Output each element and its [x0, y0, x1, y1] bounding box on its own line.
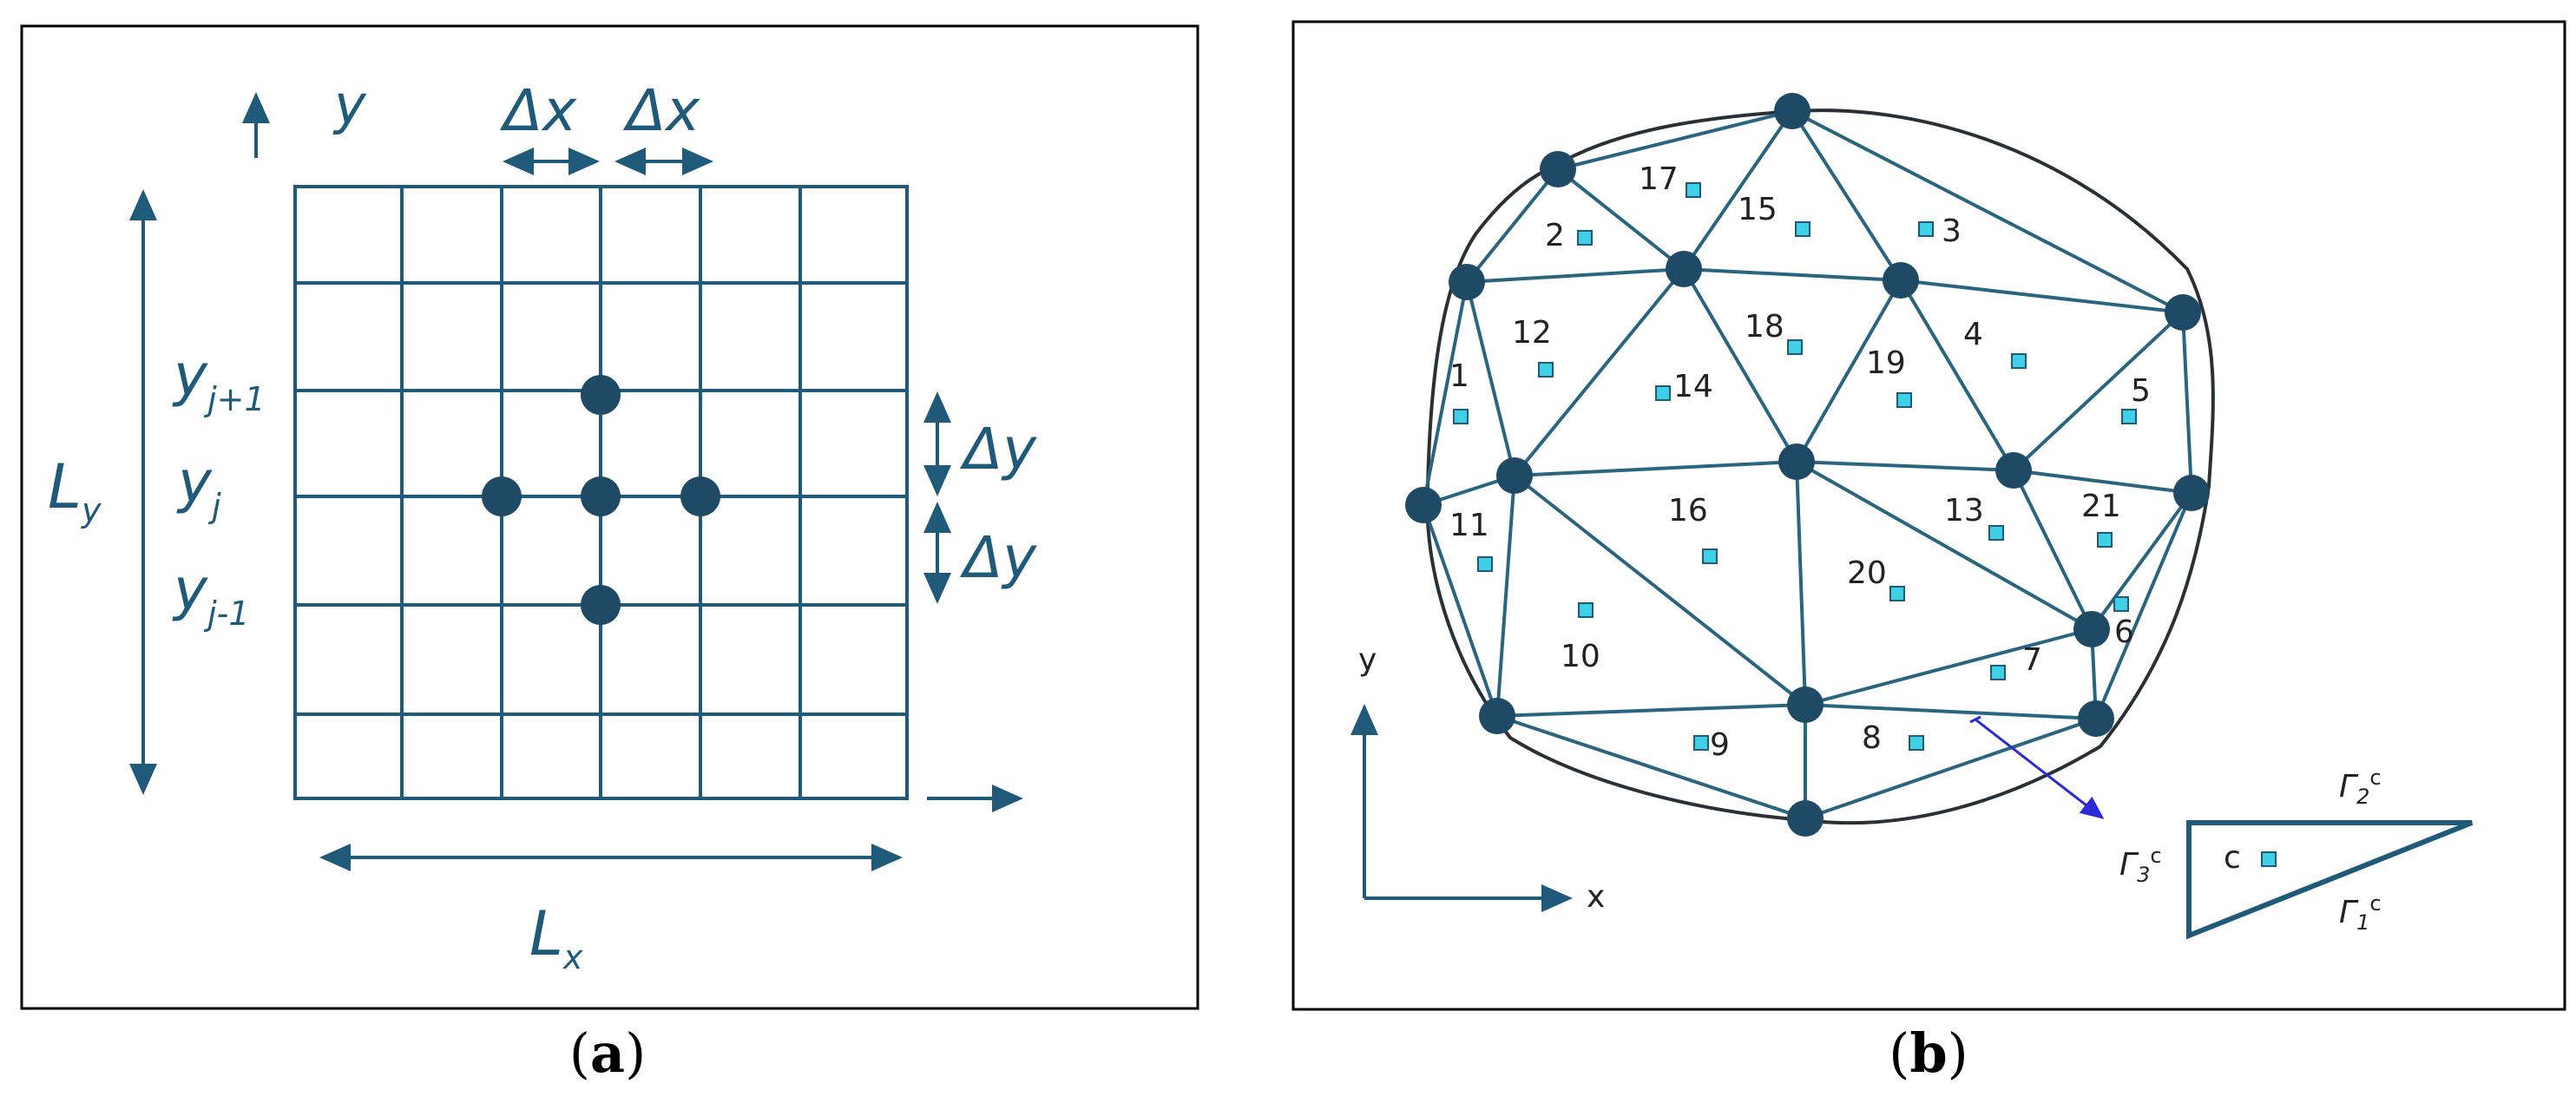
panel-a-frame — [20, 24, 1199, 1010]
element-number: 12 — [1512, 315, 1552, 351]
mesh-node — [1666, 251, 1702, 287]
element-number: 21 — [2081, 489, 2121, 524]
panel-b: 1 2 3 4 5 6 7 8 9 10 11 12 13 14 15 16 1… — [1291, 20, 2566, 1085]
callout-arrow — [1975, 718, 2105, 819]
stencil-nodes — [482, 375, 720, 625]
element-number: 4 — [1963, 317, 1983, 352]
gamma2-label: Γ2c — [2339, 765, 2382, 809]
element-marker — [1578, 602, 1594, 618]
element-marker — [1795, 221, 1810, 237]
mesh-node — [1787, 800, 1824, 837]
element-marker — [1896, 392, 1912, 408]
element-marker — [1702, 548, 1718, 564]
lx-label: Lx — [529, 898, 583, 976]
mesh-nodes — [1405, 93, 2210, 837]
element-marker — [1577, 230, 1593, 246]
mesh-node — [2165, 294, 2201, 331]
domain-boundary — [1425, 108, 2215, 825]
element-marker — [1686, 182, 1701, 198]
mesh-node — [2078, 700, 2114, 737]
element-number: 1 — [1449, 358, 1469, 394]
node-center — [581, 476, 621, 516]
mesh-node — [1995, 452, 2032, 489]
mesh-node — [2073, 611, 2110, 647]
inset-triangle — [2186, 820, 2474, 940]
element-number: 15 — [1738, 192, 1778, 227]
element-marker — [1988, 525, 2004, 541]
dy-lower-label: Δy — [959, 524, 1037, 591]
mesh-node — [1778, 443, 1815, 480]
element-marker — [1477, 556, 1493, 572]
mesh-node — [1479, 698, 1515, 734]
element-number: 14 — [1673, 369, 1713, 404]
ly-label: Ly — [48, 451, 102, 529]
element-number: 10 — [1561, 639, 1600, 674]
element-marker — [1655, 385, 1671, 401]
element-number: 8 — [1862, 720, 1882, 756]
mesh-node — [1449, 264, 1485, 300]
element-number: 17 — [1639, 161, 1679, 197]
element-marker — [1889, 586, 1905, 601]
element-number: 20 — [1847, 555, 1887, 591]
mesh-node — [2173, 475, 2210, 511]
y-jplus1-label: yj+1 — [172, 342, 266, 418]
element-marker — [1538, 362, 1554, 378]
element-marker — [1990, 665, 2006, 680]
mesh-node — [1774, 93, 1810, 129]
element-numbers: 1 2 3 4 5 6 7 8 9 10 11 12 13 14 15 16 1… — [1449, 161, 2151, 763]
dy-upper-label: Δy — [959, 416, 1037, 483]
element-number: 5 — [2131, 373, 2151, 409]
element-marker — [1909, 735, 1924, 751]
inset-element-marker — [2261, 851, 2277, 867]
element-number: 19 — [1866, 345, 1906, 381]
caption-b: (b) — [1889, 1021, 1968, 1085]
mesh-node — [1405, 487, 1442, 523]
element-marker — [1453, 409, 1469, 424]
element-marker — [2097, 532, 2113, 548]
element-number: 18 — [1745, 309, 1784, 345]
node-top — [581, 375, 621, 415]
axis-x-label: x — [1587, 879, 1605, 915]
gamma1-label: Γ1c — [2339, 891, 2382, 935]
element-marker — [2121, 409, 2137, 424]
mesh-node — [1787, 686, 1824, 723]
element-number: 7 — [2022, 642, 2042, 678]
element-number: 2 — [1545, 218, 1565, 253]
y-jminus1-label: yj-1 — [172, 556, 250, 633]
element-markers — [1453, 182, 2137, 751]
element-marker — [1918, 221, 1934, 237]
element-marker — [2113, 596, 2129, 612]
element-number: 9 — [1710, 727, 1730, 763]
dx-left-label: Δx — [499, 77, 577, 144]
node-bottom — [581, 585, 621, 625]
element-number: 3 — [1942, 213, 1962, 249]
node-right — [680, 476, 720, 516]
node-left — [482, 476, 522, 516]
element-marker — [1693, 735, 1709, 751]
mesh-node — [1496, 457, 1533, 494]
inset-c-label: c — [2224, 840, 2241, 876]
y-j-label: yj — [176, 449, 221, 525]
gamma3-label: Γ3c — [2119, 844, 2162, 887]
axis-y-label: y — [1358, 642, 1377, 678]
element-number: 11 — [1449, 508, 1489, 543]
mesh-edges — [1422, 109, 2193, 820]
element-number: 6 — [2114, 614, 2134, 650]
panel-b-frame — [1291, 20, 2566, 1011]
element-number: 16 — [1668, 493, 1708, 529]
element-marker — [2011, 353, 2027, 369]
mesh-node — [1883, 262, 1919, 299]
dx-right-label: Δx — [622, 77, 700, 144]
element-marker — [1787, 339, 1803, 355]
y-axis-label: y — [332, 73, 367, 136]
element-number: 13 — [1944, 493, 1984, 529]
mesh-node — [1540, 151, 1576, 187]
panel-a: y Δx Δx yj+1 yj yj-1 Δy Δy Ly Lx (a) — [20, 24, 1199, 1085]
caption-a: (a) — [569, 1021, 647, 1085]
